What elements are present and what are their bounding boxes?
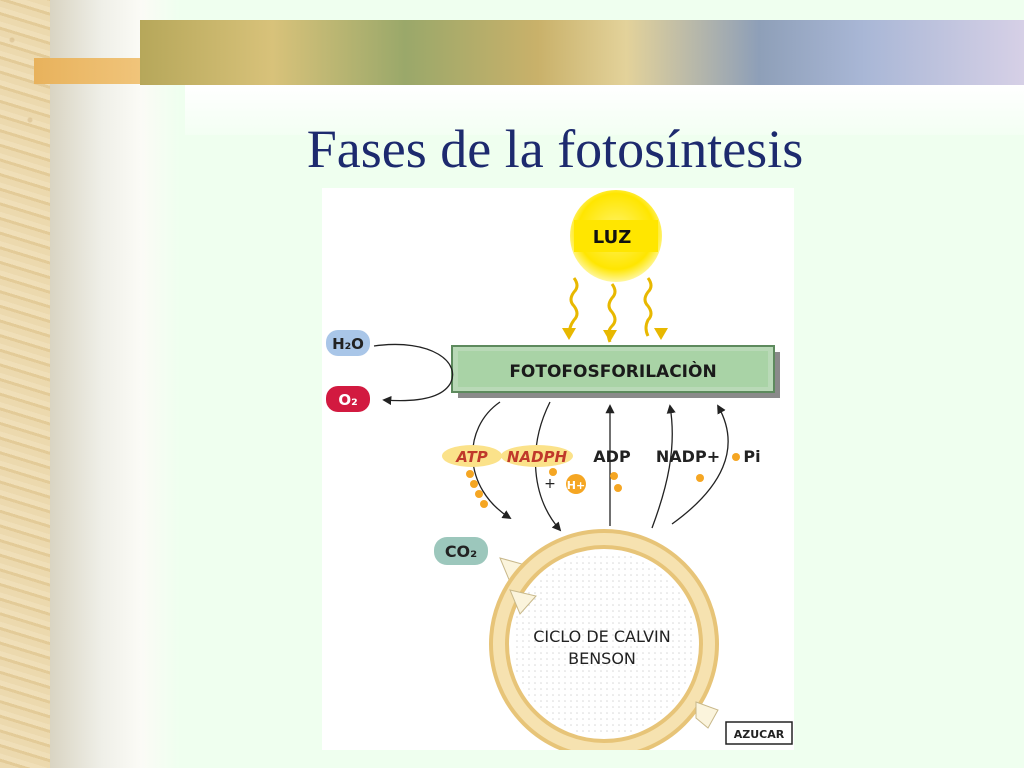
product-adp: ADP [593, 447, 631, 466]
product-atp: ATP [455, 448, 487, 466]
plus-sign: + [544, 476, 556, 492]
cycle-label-line2: BENSON [568, 649, 636, 668]
light-label-box [574, 220, 658, 252]
left-gradient [50, 0, 180, 768]
sugar-label: AZUCAR [734, 728, 785, 741]
nadph-highlight [501, 445, 573, 467]
exchange-arrows [472, 401, 729, 532]
photosynthesis-diagram: LUZ FOTOFOSFORILACIÒN H₂O O₂ [322, 188, 794, 759]
cycle-arrowhead-top [509, 589, 537, 615]
cycle-label-line1: CICLO DE CALVIN [533, 627, 671, 646]
oxygen-label: O₂ [338, 391, 357, 409]
co2-badge [434, 537, 488, 565]
parchment-border [0, 0, 50, 768]
slide-title: Fases de la fotosíntesis [306, 119, 804, 179]
decorative-banner [140, 20, 1024, 85]
product-nadp: NADP+ [656, 447, 720, 466]
oxygen-badge [326, 386, 370, 412]
calvin-cycle-ring-inner [493, 533, 715, 755]
water-label: H₂O [332, 335, 364, 353]
co2-label: CO₂ [445, 542, 477, 561]
water-badge [326, 330, 370, 356]
product-pi: Pi [743, 447, 760, 466]
sugar-box [725, 721, 793, 745]
ray-arrowheads [562, 328, 668, 342]
light-label: LUZ [593, 227, 632, 248]
cycle-exit-arrow [695, 701, 719, 729]
product-nadph: NADPH [507, 448, 568, 466]
atp-highlight [442, 445, 502, 467]
proton-label: H+ [567, 479, 585, 492]
proton-badge [566, 474, 586, 494]
water-to-oxygen-arrow [373, 343, 454, 406]
molecule-dots [466, 468, 704, 508]
light-rays [568, 277, 653, 343]
banner-accent-strip [34, 58, 140, 84]
calvin-cycle-center [512, 552, 696, 736]
pi-dot [732, 453, 740, 461]
phase-label: FOTOFOSFORILACIÒN [509, 360, 716, 382]
title-band [185, 85, 1024, 135]
phase-box-inner [458, 351, 768, 387]
